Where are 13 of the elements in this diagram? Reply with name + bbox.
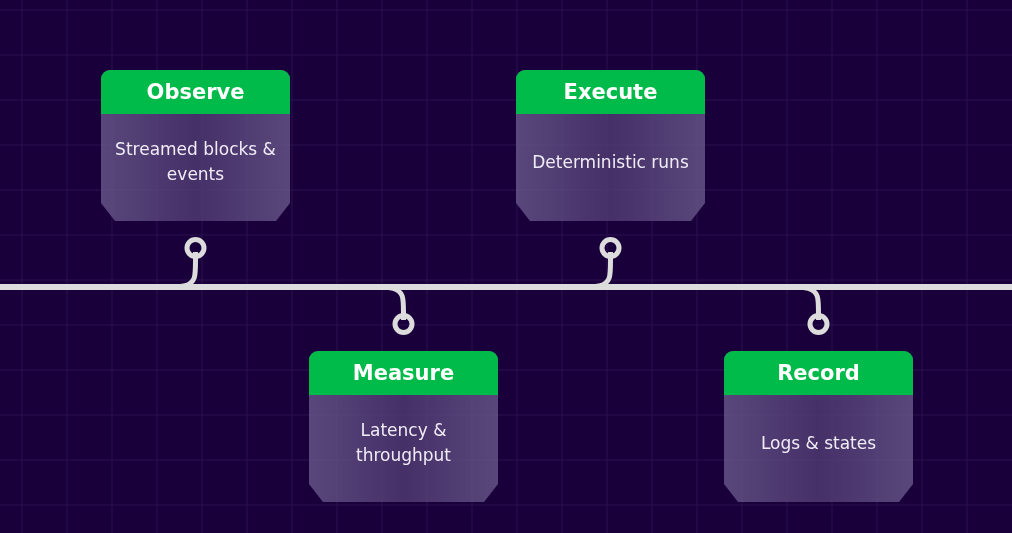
step-description: Streamed blocks & events (115, 138, 276, 186)
step-title: Execute (516, 70, 705, 114)
step-card (101, 70, 290, 221)
step-title: Measure (309, 351, 498, 395)
step-card (516, 70, 705, 221)
step-card (309, 351, 498, 502)
step-description: Deterministic runs (531, 150, 690, 174)
step-card (724, 351, 913, 502)
step-title: Observe (101, 70, 290, 114)
timeline-bar (0, 284, 1012, 290)
step-description: Latency & throughput (355, 419, 452, 467)
step-description: Logs & states (759, 431, 878, 455)
step-title: Record (724, 351, 913, 395)
